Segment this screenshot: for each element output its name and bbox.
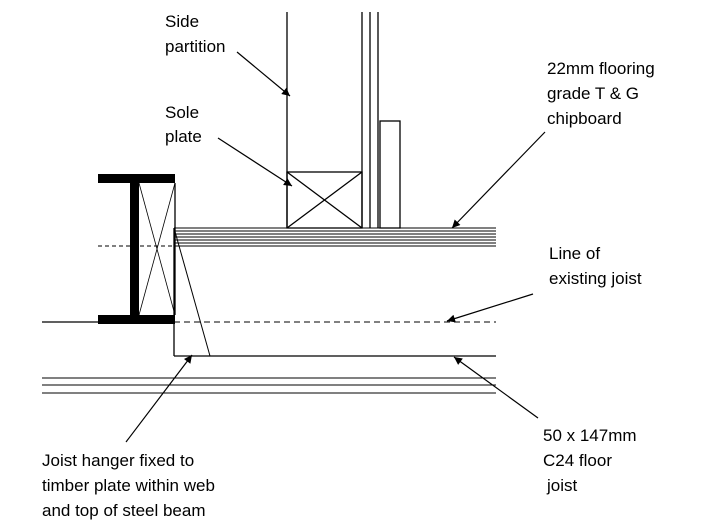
sole-plate-leader xyxy=(217,137,293,187)
joist-hanger-leader xyxy=(125,354,193,443)
chipboard-flooring xyxy=(174,227,496,247)
sole-plate-label: Sole plate xyxy=(165,103,204,146)
flooring-label: 22mm flooring grade T & G chipboard xyxy=(547,59,659,128)
flooring-leader xyxy=(451,131,546,229)
sole-plate xyxy=(286,171,363,229)
steel-beam xyxy=(98,174,176,324)
side-partition-leader xyxy=(236,51,291,97)
existing-joist-label: Line of existing joist xyxy=(549,244,642,288)
timber-plate xyxy=(138,182,176,316)
existing-joist-leader xyxy=(446,293,534,323)
side-partition xyxy=(286,12,401,229)
leaders xyxy=(125,51,546,443)
joist-hanger-label: Joist hanger fixed to timber plate withi… xyxy=(42,451,220,520)
floor-joist-leader xyxy=(453,356,539,419)
floor-joist xyxy=(173,227,496,357)
ceiling-lines xyxy=(42,377,496,394)
side-partition-label: Side partition xyxy=(165,12,225,56)
floor-joist-label: 50 x 147mm C24 floor joist xyxy=(543,426,641,495)
